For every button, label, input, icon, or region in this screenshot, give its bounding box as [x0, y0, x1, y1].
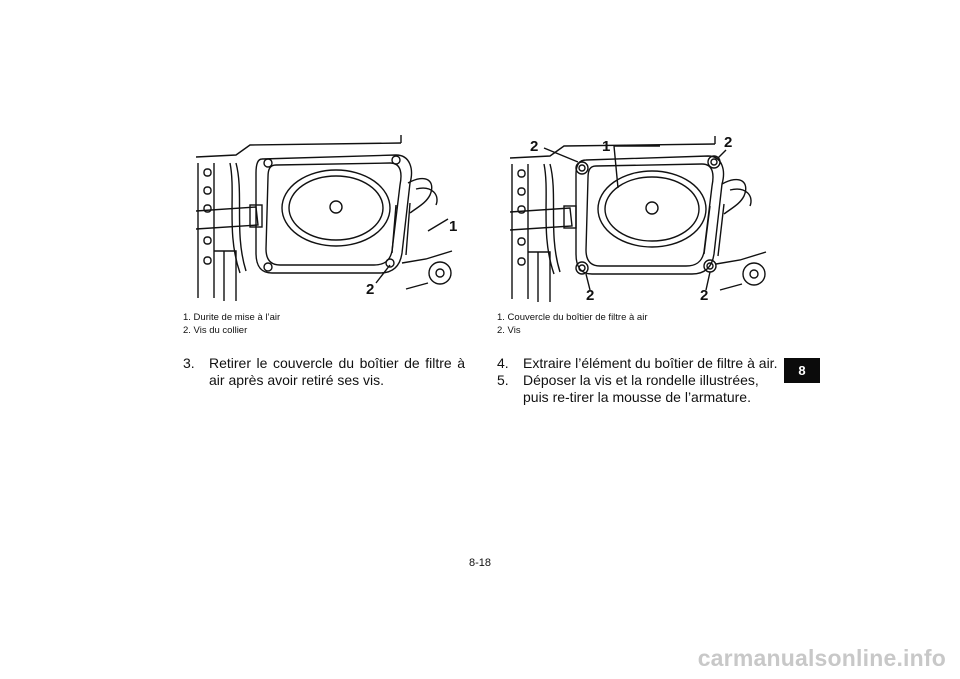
step-4-text: Extraire l’élément du boîtier de filtre …	[523, 355, 778, 371]
left-callout-2: 2	[366, 281, 374, 298]
step-5-number: 5.	[497, 372, 509, 388]
left-caption-line-1: 1. Durite de mise à l’air	[183, 312, 281, 323]
step-5-text: Déposer la vis et la rondelle illustrées…	[523, 372, 759, 405]
right-illustration: 2 1 2 2 2	[510, 134, 767, 302]
step-3-number: 3.	[183, 355, 195, 371]
page-number: 8-18	[468, 557, 492, 569]
left-caption-line-2: 2. Vis du collier	[183, 325, 248, 336]
right-callout-2a: 2	[530, 138, 538, 155]
right-callout-2b: 2	[724, 134, 732, 151]
right-steps: 4. Extraire l’élément du boîtier de filt…	[497, 355, 787, 406]
left-figure-caption: 1. Durite de mise à l’air 2. Vis du coll…	[183, 311, 280, 337]
left-steps: 3. Retirer le couvercle du boîtier de fi…	[183, 355, 465, 389]
right-caption-line-2: 2. Vis	[497, 325, 521, 336]
step-3: 3. Retirer le couvercle du boîtier de fi…	[183, 355, 465, 389]
right-callout-1: 1	[602, 138, 610, 155]
right-figure-caption: 1. Couvercle du boîtier de filtre à air …	[497, 311, 648, 337]
left-callout-1: 1	[449, 218, 457, 235]
left-illustration: 1 2	[196, 135, 457, 301]
right-callout-2d: 2	[700, 287, 708, 302]
step-4: 4. Extraire l’élément du boîtier de filt…	[497, 355, 787, 372]
right-caption-line-1: 1. Couvercle du boîtier de filtre à air	[497, 312, 648, 323]
step-5: 5. Déposer la vis et la rondelle illustr…	[497, 372, 787, 406]
watermark: carmanualsonline.info	[697, 645, 946, 671]
section-tab: 8	[784, 358, 820, 383]
step-4-number: 4.	[497, 355, 509, 371]
step-3-text: Retirer le couvercle du boîtier de filtr…	[209, 355, 465, 388]
right-callout-2c: 2	[586, 287, 594, 302]
